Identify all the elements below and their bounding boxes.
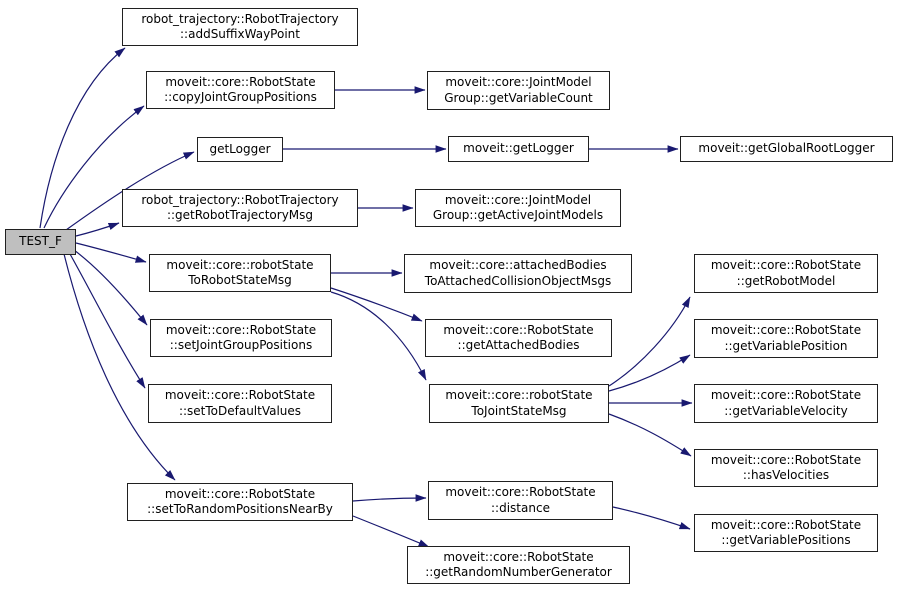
node-robot-state-to-robot-state-msg-label: moveit::core::robotState ToRobotStateMsg <box>166 257 314 288</box>
node-test-f-label: TEST_F <box>19 234 62 249</box>
edge-robot-state-to-robot-state-msg-to-robot-state-to-joint-state-msg <box>330 291 427 381</box>
node-add-suffix-way-point-label: robot_trajectory::RobotTrajectory ::addS… <box>141 11 339 42</box>
node-get-robot-model[interactable]: moveit::core::RobotState ::getRobotModel <box>694 254 878 293</box>
edge-robot-state-to-robot-state-msg-to-get-attached-bodies <box>330 287 423 322</box>
edge-set-to-random-positions-near-by-to-get-random-number-generator <box>352 515 430 548</box>
node-set-to-random-positions-near-by-label: moveit::core::RobotState ::setToRandomPo… <box>147 486 333 517</box>
edge-test-f-to-add-suffix-way-point <box>39 47 126 229</box>
edge-robot-state-to-joint-state-msg-to-get-variable-position <box>608 354 691 392</box>
node-attached-bodies-to-attached-collision-object-msgs[interactable]: moveit::core::attachedBodies ToAttachedC… <box>404 254 632 293</box>
node-robot-state-to-robot-state-msg[interactable]: moveit::core::robotState ToRobotStateMsg <box>149 254 331 292</box>
node-get-random-number-generator[interactable]: moveit::core::RobotState ::getRandomNumb… <box>407 546 630 584</box>
node-get-variable-position[interactable]: moveit::core::RobotState ::getVariablePo… <box>694 319 878 358</box>
node-get-logger-label: getLogger <box>209 141 271 156</box>
node-distance-label: moveit::core::RobotState ::distance <box>445 485 596 515</box>
node-set-to-default-values-label: moveit::core::RobotState ::setToDefaultV… <box>164 388 316 418</box>
node-get-attached-bodies[interactable]: moveit::core::RobotState ::getAttachedBo… <box>425 319 612 357</box>
node-robot-state-to-joint-state-msg[interactable]: moveit::core::robotState ToJointStateMsg <box>429 384 609 423</box>
node-set-to-random-positions-near-by[interactable]: moveit::core::RobotState ::setToRandomPo… <box>127 483 353 521</box>
edge-set-to-random-positions-near-by-to-distance <box>352 494 427 502</box>
node-test-f: TEST_F <box>5 229 76 255</box>
node-get-active-joint-models[interactable]: moveit::core::JointModel Group::getActiv… <box>415 189 621 227</box>
node-get-variable-count[interactable]: moveit::core::JointModel Group::getVaria… <box>427 71 610 110</box>
node-get-logger[interactable]: getLogger <box>197 137 283 162</box>
node-get-robot-model-label: moveit::core::RobotState ::getRobotModel <box>710 258 862 288</box>
node-has-velocities[interactable]: moveit::core::RobotState ::hasVelocities <box>694 449 878 487</box>
edge-robot-state-to-joint-state-msg-to-has-velocities <box>608 413 692 457</box>
node-attached-bodies-label: moveit::core::attachedBodies ToAttachedC… <box>424 258 612 288</box>
edge-test-f-to-get-robot-trajectory-msg <box>75 222 120 237</box>
node-robot-state-to-joint-state-msg-label: moveit::core::robotState ToJointStateMsg <box>445 388 593 418</box>
node-set-joint-group-positions[interactable]: moveit::core::RobotState ::setJointGroup… <box>150 319 332 357</box>
edge-robot-state-to-joint-state-msg-to-get-robot-model <box>608 296 691 387</box>
node-get-variable-positions[interactable]: moveit::core::RobotState ::getVariablePo… <box>694 514 878 552</box>
node-copy-joint-group-positions[interactable]: moveit::core::RobotState ::copyJointGrou… <box>146 71 335 109</box>
node-get-variable-positions-label: moveit::core::RobotState ::getVariablePo… <box>710 517 862 548</box>
node-get-variable-velocity[interactable]: moveit::core::RobotState ::getVariableVe… <box>694 384 878 423</box>
edge-test-f-to-copy-joint-group-positions <box>43 105 145 229</box>
edge-test-f-to-get-logger <box>65 151 195 231</box>
node-get-robot-trajectory-msg-label: robot_trajectory::RobotTrajectory ::getR… <box>141 192 339 223</box>
node-get-variable-position-label: moveit::core::RobotState ::getVariablePo… <box>710 323 862 353</box>
node-get-global-root-logger[interactable]: moveit::getGlobalRootLogger <box>680 136 893 162</box>
edge-test-f-to-set-to-random-positions-near-by <box>63 253 176 481</box>
node-moveit-get-logger[interactable]: moveit::getLogger <box>448 136 589 162</box>
edge-test-f-to-robot-state-to-robot-state-msg <box>75 242 147 263</box>
node-set-to-default-values[interactable]: moveit::core::RobotState ::setToDefaultV… <box>148 384 332 423</box>
node-copy-joint-group-positions-label: moveit::core::RobotState ::copyJointGrou… <box>164 74 317 105</box>
node-get-attached-bodies-label: moveit::core::RobotState ::getAttachedBo… <box>443 322 594 353</box>
node-get-robot-trajectory-msg[interactable]: robot_trajectory::RobotTrajectory ::getR… <box>122 189 358 227</box>
node-get-variable-count-label: moveit::core::JointModel Group::getVaria… <box>444 75 593 105</box>
edge-test-f-to-set-joint-group-positions <box>73 249 148 326</box>
node-moveit-get-logger-label: moveit::getLogger <box>463 141 574 156</box>
edge-distance-to-get-variable-positions <box>612 506 691 530</box>
node-get-global-root-logger-label: moveit::getGlobalRootLogger <box>698 141 875 156</box>
node-has-velocities-label: moveit::core::RobotState ::hasVelocities <box>710 452 862 483</box>
node-set-joint-group-positions-label: moveit::core::RobotState ::setJointGroup… <box>165 322 317 353</box>
node-get-active-joint-models-label: moveit::core::JointModel Group::getActiv… <box>432 192 604 223</box>
node-add-suffix-way-point[interactable]: robot_trajectory::RobotTrajectory ::addS… <box>122 8 358 46</box>
node-get-random-number-generator-label: moveit::core::RobotState ::getRandomNumb… <box>425 549 612 580</box>
node-get-variable-velocity-label: moveit::core::RobotState ::getVariableVe… <box>710 388 862 418</box>
edge-test-f-to-set-to-default-values <box>69 253 146 389</box>
node-distance[interactable]: moveit::core::RobotState ::distance <box>428 481 613 520</box>
